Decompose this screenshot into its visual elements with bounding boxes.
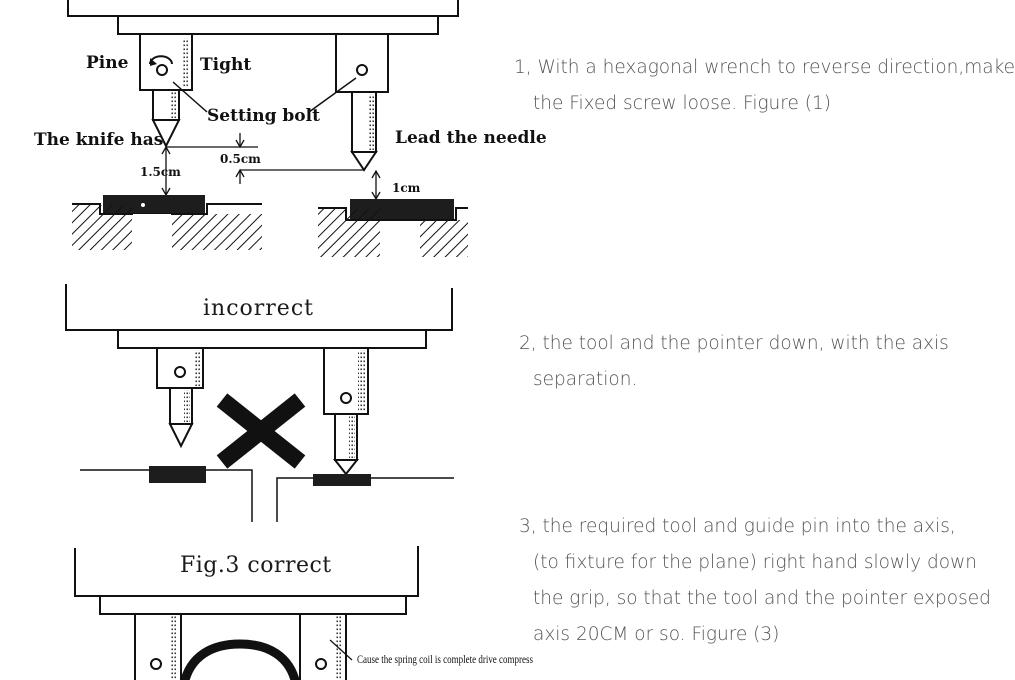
fig1-knife-holder [139,33,193,149]
figure-1: Pine Tight Setting bolt The knife has Le… [34,0,547,257]
fig3-needle-holder [299,613,353,680]
dim-half: 0.5cm [166,133,365,184]
fig1-right-base [318,199,468,257]
fig2-knife-holder [156,347,204,449]
fig1-left-base [72,195,262,250]
spring-coil [180,639,300,680]
dim-half-label: 0.5cm [220,152,261,166]
label-pine: Pine [86,53,129,73]
label-knife: The knife has [34,130,163,150]
dim-needle-label: 1cm [392,181,421,195]
figure-3: Fig.3 correct Cause the spring coil is c… [74,546,533,680]
dim-knife: 1.5cm [140,145,181,197]
dim-knife-label: 1.5cm [140,165,181,179]
label-setting-bolt: Setting bolt [207,106,320,126]
fig2-needle-holder [323,347,369,476]
label-needle: Lead the needle [395,128,547,148]
dim-needle: 1cm [371,169,421,201]
fig2-plate [117,329,427,349]
fig1-needle-holder [335,33,389,172]
label-tight: Tight [200,55,251,75]
fig2-label: incorrect [203,296,314,321]
fig1-plate [117,15,439,35]
fig1-housing [67,0,459,17]
figure-2: incorrect [65,284,454,522]
fig3-label: Fig.3 correct [180,553,332,578]
incorrect-cross-icon [216,393,306,469]
fig3-plate [99,595,407,615]
fig3-note: Cause the spring coil is complete drive … [357,654,533,666]
fig3-knife-holder [134,613,182,680]
